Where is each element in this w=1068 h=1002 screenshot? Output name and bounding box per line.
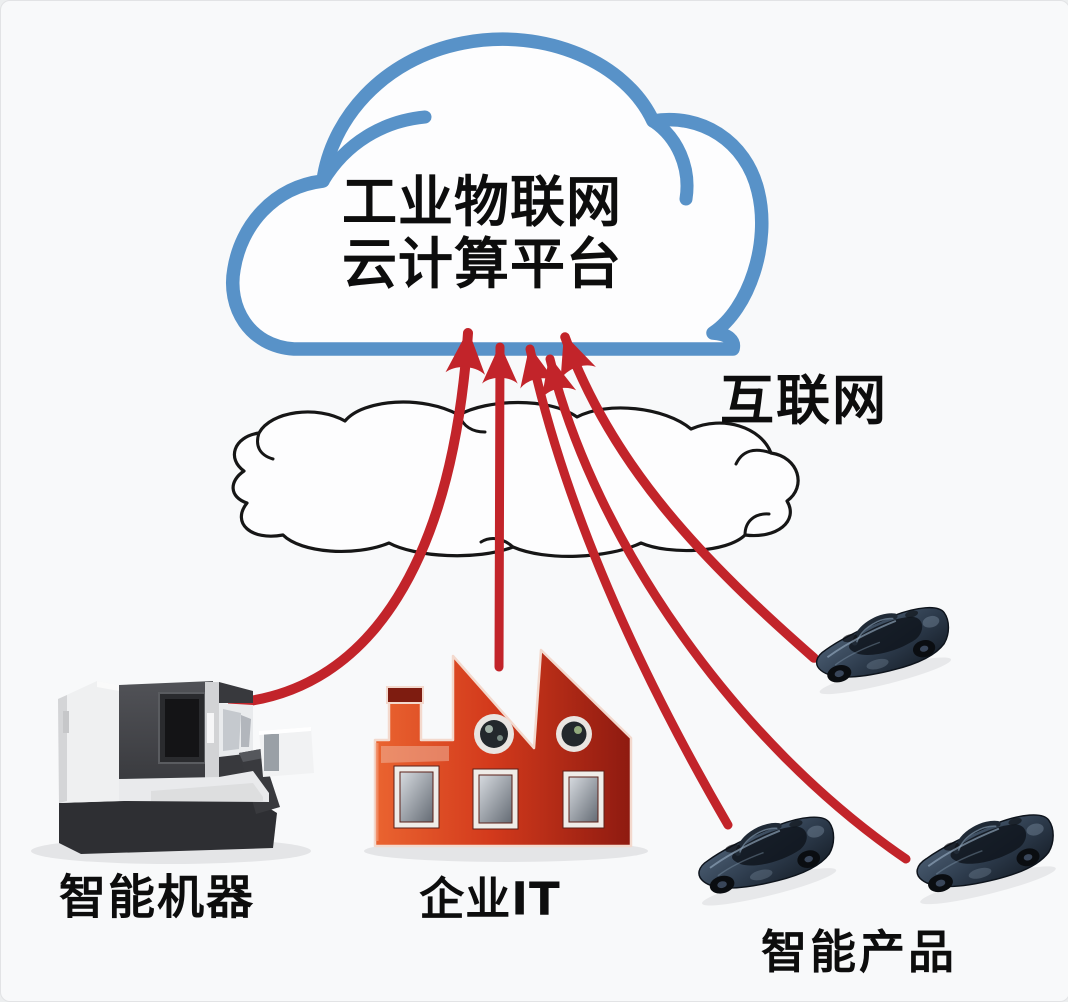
cloud-platform-title: 工业物联网 云计算平台: [342, 171, 622, 295]
sports-car-icon-right: [906, 809, 1064, 910]
arrow-car1-to-cloud: [520, 344, 733, 830]
internet-cloud-shape: [231, 400, 800, 558]
factory-icon: [364, 648, 648, 862]
upload-arrows: [228, 328, 911, 864]
sports-car-icon-top: [806, 602, 959, 700]
cloud-title-line1: 工业物联网: [341, 170, 623, 234]
sports-car-icon-left: [688, 812, 845, 912]
cloud-title-line2: 云计算平台: [341, 232, 623, 296]
smart-machine-label: 智能机器: [59, 870, 255, 926]
internet-label: 互联网: [720, 369, 888, 432]
cloud-platform-shape: [226, 32, 769, 356]
arrow-factory-to-cloud: [482, 342, 518, 672]
smart-products-label: 智能产品: [761, 925, 957, 979]
arrow-car3-to-cloud: [560, 332, 819, 663]
enterprise-it-label: 企业IT: [419, 872, 561, 926]
arrow-machine-to-cloud: [228, 328, 486, 708]
cnc-machine-icon: [31, 681, 314, 864]
arrow-car2-to-cloud: [541, 354, 911, 864]
